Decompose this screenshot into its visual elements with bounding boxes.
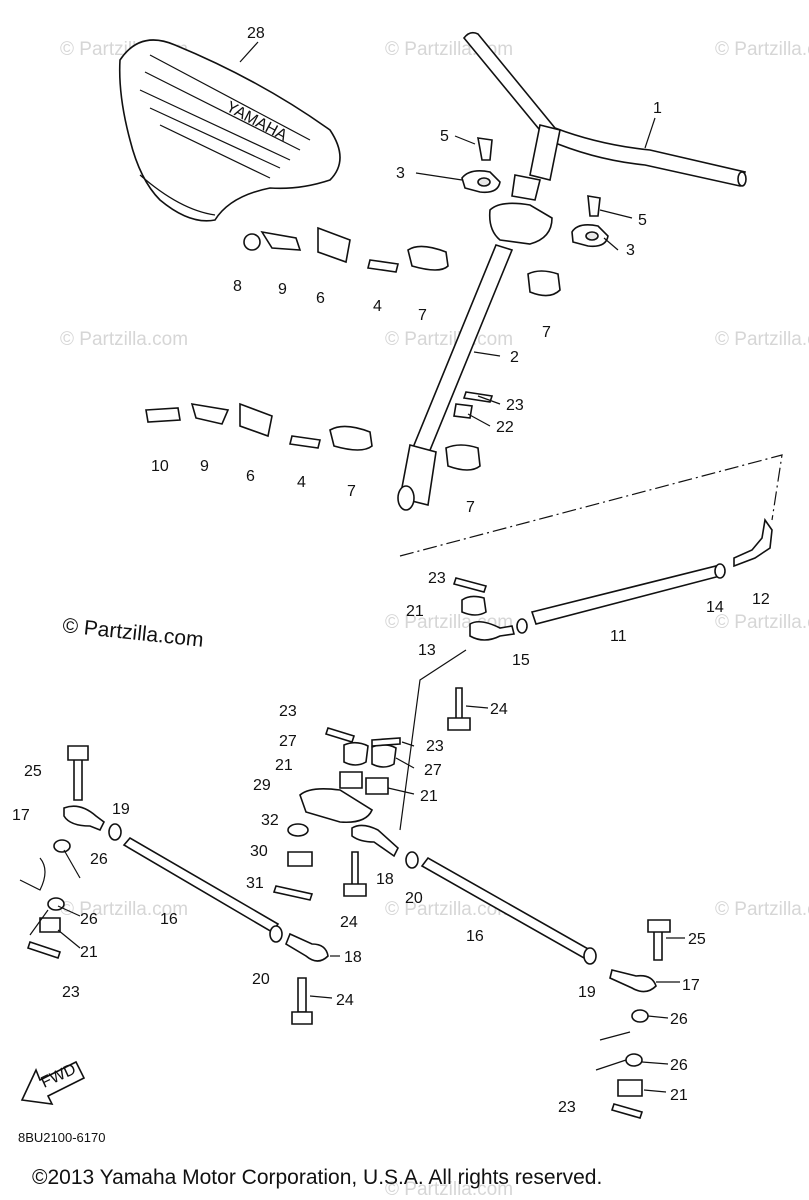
callout-6: 6 (316, 290, 325, 307)
callout-4: 4 (373, 298, 382, 315)
tie-rod-right-assembly[interactable] (405, 851, 671, 1119)
callout-24: 24 (340, 914, 358, 931)
callout-7: 7 (466, 499, 475, 516)
callout-8: 8 (233, 278, 242, 295)
callout-21: 21 (670, 1087, 688, 1104)
seat-part[interactable]: YAMAHA (118, 39, 341, 222)
callout-26: 26 (670, 1011, 688, 1028)
callout-19: 19 (112, 801, 130, 818)
callout-17: 17 (682, 977, 700, 994)
callout-7: 7 (418, 307, 427, 324)
pitman-arm-assembly[interactable] (272, 727, 401, 901)
steering-column-part[interactable] (397, 244, 514, 511)
callout-13: 13 (418, 642, 436, 659)
callout-24: 24 (336, 992, 354, 1009)
callout-26: 26 (80, 911, 98, 928)
handlebar-holder-right[interactable] (571, 195, 609, 248)
callout-10: 10 (151, 458, 169, 475)
handlebar-holder-left[interactable] (461, 137, 501, 194)
callout-6: 6 (246, 468, 255, 485)
reference-line (399, 454, 783, 557)
partzilla-watermark: © Partzilla.com (61, 614, 204, 652)
callout-30: 30 (250, 843, 268, 860)
handlebar-part[interactable] (462, 31, 747, 187)
bracket-parts-upper[interactable] (243, 226, 561, 297)
bracket-parts-lower[interactable] (145, 391, 494, 471)
callout-22: 22 (496, 419, 514, 436)
callout-20: 20 (252, 971, 270, 988)
callout-18: 18 (376, 871, 394, 888)
tie-rod-center-assembly[interactable] (399, 517, 773, 831)
callout-19: 19 (578, 984, 596, 1001)
callout-7: 7 (347, 483, 356, 500)
callout-12: 12 (752, 591, 770, 608)
callout-11: 11 (610, 628, 627, 645)
diagram-code: 8BU2100-6170 (18, 1130, 105, 1145)
callout-25: 25 (24, 763, 42, 780)
callout-17: 17 (12, 807, 30, 824)
callout-26: 26 (90, 851, 108, 868)
watermark: © Partzilla.com (385, 1179, 513, 1200)
watermark: © Partzilla.com (60, 329, 188, 350)
watermark: © Partzilla.com (715, 329, 809, 350)
callout-23: 23 (428, 570, 446, 587)
callout-20: 20 (405, 890, 423, 907)
watermark: © Partzilla.com (715, 899, 809, 920)
callout-32: 32 (261, 812, 279, 829)
callout-3: 3 (396, 165, 405, 182)
callout-23: 23 (426, 738, 444, 755)
watermarks: © Partzilla.com © Partzilla.com © Partzi… (60, 39, 809, 1200)
callout-18: 18 (344, 949, 362, 966)
callout-21: 21 (275, 757, 293, 774)
callout-29: 29 (253, 777, 271, 794)
callout-3: 3 (626, 242, 635, 259)
handle-crown[interactable] (488, 174, 553, 245)
watermark: © Partzilla.com (385, 329, 513, 350)
callout-16: 16 (160, 911, 178, 928)
callout-2: 2 (510, 349, 519, 366)
watermark: © Partzilla.com (385, 899, 513, 920)
callout-9: 9 (200, 458, 209, 475)
callout-28: 28 (247, 25, 265, 42)
callout-5: 5 (638, 212, 647, 229)
callout-9: 9 (278, 281, 287, 298)
callout-21: 21 (420, 788, 438, 805)
callout-15: 15 (512, 652, 530, 669)
callout-25: 25 (688, 931, 706, 948)
callout-31: 31 (246, 875, 264, 892)
callout-26: 26 (670, 1057, 688, 1074)
callout-23: 23 (279, 703, 297, 720)
callout-21: 21 (80, 944, 98, 961)
tie-rod-left-assembly[interactable] (19, 745, 329, 1025)
fwd-arrow-icon: FWD (20, 1061, 86, 1105)
callout-1: 1 (653, 100, 662, 117)
watermark: © Partzilla.com (60, 899, 188, 920)
callout-23: 23 (62, 984, 80, 1001)
callout-14: 14 (706, 599, 724, 616)
callout-24: 24 (490, 701, 508, 718)
watermark: © Partzilla.com (715, 39, 809, 60)
callout-4: 4 (297, 474, 306, 491)
leader-lines (57, 41, 685, 1093)
callout-27: 27 (279, 733, 297, 750)
callout-16: 16 (466, 928, 484, 945)
callout-7: 7 (542, 324, 551, 341)
watermark: © Partzilla.com (715, 612, 809, 633)
callout-21: 21 (406, 603, 424, 620)
callout-5: 5 (440, 128, 449, 145)
callout-23: 23 (506, 397, 524, 414)
copyright-notice: ©2013 Yamaha Motor Corporation, U.S.A. A… (32, 1166, 602, 1189)
callout-27: 27 (424, 762, 442, 779)
callout-23: 23 (558, 1099, 576, 1116)
callouts: 28 1 5 3 5 3 8 9 6 4 7 7 2 23 22 10 9 6 … (12, 25, 770, 1116)
